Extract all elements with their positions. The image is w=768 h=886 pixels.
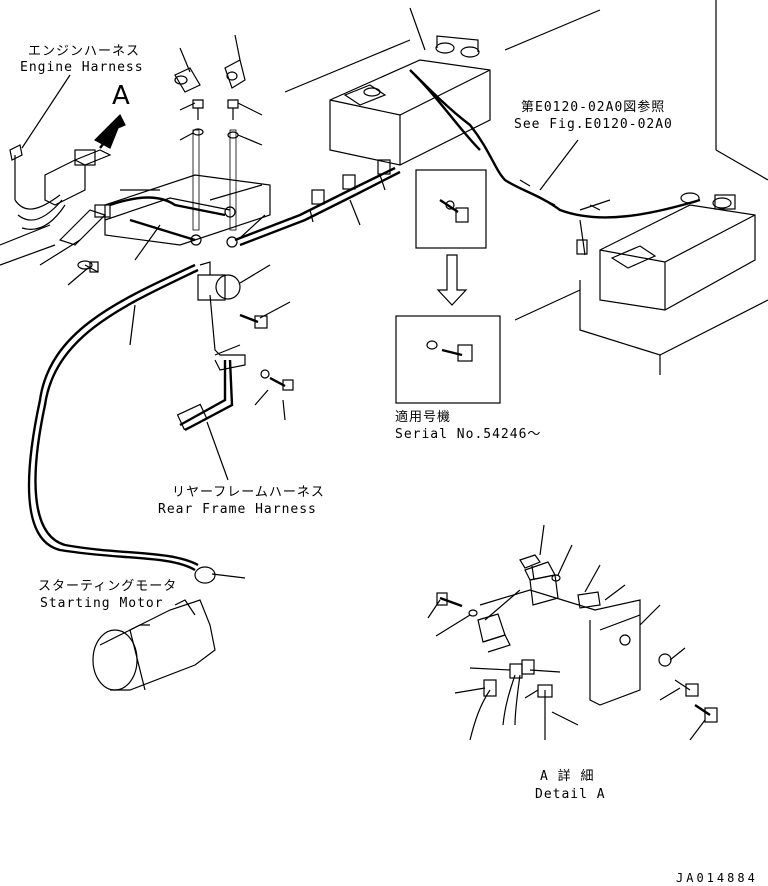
- frame-outline: [0, 0, 768, 321]
- battery-right: [579, 192, 768, 375]
- detail-a-jp: A 詳 細: [540, 769, 595, 784]
- starting-motor: [92, 599, 216, 691]
- starter-cable: [27, 263, 216, 584]
- leader-lines: [21, 7, 706, 741]
- relay-assembly: [104, 129, 271, 371]
- engine-harness-connector: [9, 144, 112, 246]
- rear-frame-harness-end: [176, 359, 234, 432]
- engine-harness-jp: エンジンハーネス: [28, 44, 141, 59]
- battery-cable: [409, 69, 701, 256]
- serial-detail: [395, 169, 501, 404]
- battery-upper: [329, 35, 491, 166]
- relay-bolts: [77, 260, 294, 391]
- drawing-number: JA014884: [676, 871, 758, 885]
- relay-cable: [234, 159, 401, 247]
- engine-harness-en: Engine Harness: [20, 60, 144, 75]
- rear-frame-harness-en: Rear Frame Harness: [158, 502, 317, 517]
- serial-jp: 適用号機: [395, 410, 452, 425]
- top-hardware: [174, 59, 246, 139]
- rear-frame-harness-jp: リヤーフレームハーネス: [172, 485, 325, 500]
- see-fig-jp: 第E0120-02A0図参照: [521, 100, 666, 115]
- starting-motor-en: Starting Motor: [40, 596, 164, 611]
- see-fig-en: See Fig.E0120-02A0: [514, 117, 673, 132]
- view-arrow-a: [94, 113, 126, 149]
- view-marker-a: A: [112, 81, 130, 111]
- serial-en: Serial No.54246～: [395, 427, 542, 442]
- detail-a-assembly: [436, 554, 718, 741]
- starting-motor-jp: スターティングモータ: [38, 579, 178, 594]
- detail-a-en: Detail A: [535, 787, 606, 802]
